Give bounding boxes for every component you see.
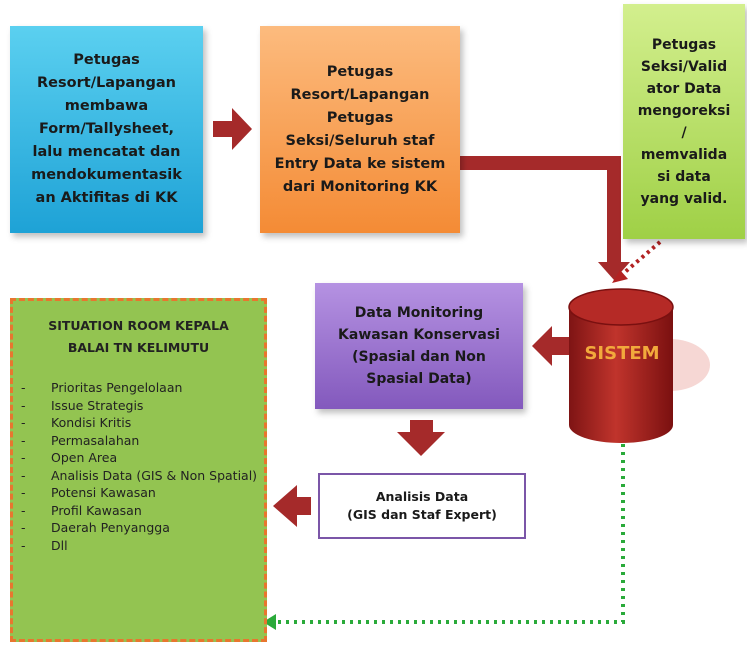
analisis-line: Analisis Data — [375, 489, 469, 504]
box2-line: Seksi/Seluruh staf — [285, 132, 435, 149]
box3-line: Seksi/Valid — [640, 58, 728, 75]
box1-line: membawa — [64, 98, 149, 114]
box2-line: Petugas — [326, 63, 394, 80]
box3-line: mengoreksi — [637, 102, 731, 119]
monitoring-line: Data Monitoring — [354, 305, 484, 321]
monitoring-line: (Spasial dan Non — [352, 349, 486, 365]
box3-line: si data — [657, 168, 711, 185]
box3-line: / — [681, 124, 687, 141]
arrow-right-box1-to-box2 — [213, 108, 252, 150]
monitoring-line: Kawasan Konservasi — [338, 327, 500, 343]
situation-room-title: SITUATION ROOM KEPALA BALAI TN KELIMUTU — [13, 315, 264, 359]
box2-line: Petugas — [326, 109, 394, 126]
connector-box2-to-system — [460, 156, 621, 262]
box1-line: Resort/Lapangan — [37, 75, 176, 91]
list-item: Potensi Kawasan — [21, 484, 259, 502]
box3-line: yang valid. — [640, 190, 728, 207]
database-top — [568, 288, 674, 326]
box-entry-data: Petugas Resort/Lapangan Petugas Seksi/Se… — [260, 26, 460, 233]
list-item: Prioritas Pengelolaan — [21, 379, 259, 397]
arrow-left-system-to-monitoring — [532, 326, 572, 366]
list-item: Open Area — [21, 449, 259, 467]
box-validator: Petugas Seksi/Valid ator Data mengoreksi… — [623, 4, 745, 239]
box3-line: memvalida — [640, 146, 728, 163]
box2-line: Entry Data ke sistem — [274, 155, 446, 172]
list-item: Profil Kawasan — [21, 502, 259, 520]
database-cylinder-icon — [568, 288, 710, 443]
box2-line: Resort/Lapangan — [290, 86, 430, 103]
list-item: Dll — [21, 537, 259, 555]
system-label: SISTEM — [584, 343, 660, 364]
database-body — [569, 307, 673, 443]
monitoring-line: Spasial Data) — [366, 371, 472, 387]
box2-line: dari Monitoring KK — [282, 178, 438, 195]
dotted-arrowhead-left — [263, 614, 276, 630]
list-item: Analisis Data (GIS & Non Spatial) — [21, 467, 259, 485]
box3-line: Petugas — [651, 36, 717, 53]
box3-line: ator Data — [646, 80, 722, 97]
box-analisis-data: Analisis Data (GIS dan Staf Expert) — [318, 473, 526, 539]
list-item: Daerah Penyangga — [21, 519, 259, 537]
dotted-connector-validator — [616, 240, 662, 280]
situation-title-line: BALAI TN KELIMUTU — [67, 340, 210, 355]
list-item: Kondisi Kritis — [21, 414, 259, 432]
box1-line: Form/Tallysheet, — [38, 121, 175, 137]
list-item: Issue Strategis — [21, 397, 259, 415]
arrow-down-monitoring-to-analisis — [397, 420, 445, 456]
box1-line: mendokumentasik — [31, 167, 182, 183]
arrow-left-analisis-to-situation — [273, 485, 311, 527]
box-data-monitoring: Data Monitoring Kawasan Konservasi (Spas… — [315, 283, 523, 409]
analisis-line: (GIS dan Staf Expert) — [347, 507, 497, 522]
box1-line: lalu mencatat dan — [32, 144, 181, 160]
dotted-arrowhead-validator — [612, 270, 628, 283]
box-petugas-lapangan: Petugas Resort/Lapangan membawa Form/Tal… — [10, 26, 203, 233]
arrow-down-into-system — [598, 262, 630, 280]
box1-line: Petugas — [73, 52, 140, 68]
dotted-connector-feedback — [270, 420, 625, 624]
situation-room-panel: SITUATION ROOM KEPALA BALAI TN KELIMUTU … — [10, 298, 267, 642]
situation-title-line: SITUATION ROOM KEPALA — [48, 318, 229, 333]
situation-room-list: Prioritas Pengelolaan Issue Strategis Ko… — [21, 379, 259, 554]
box1-line: an Aktifitas di KK — [35, 190, 178, 206]
list-item: Permasalahan — [21, 432, 259, 450]
